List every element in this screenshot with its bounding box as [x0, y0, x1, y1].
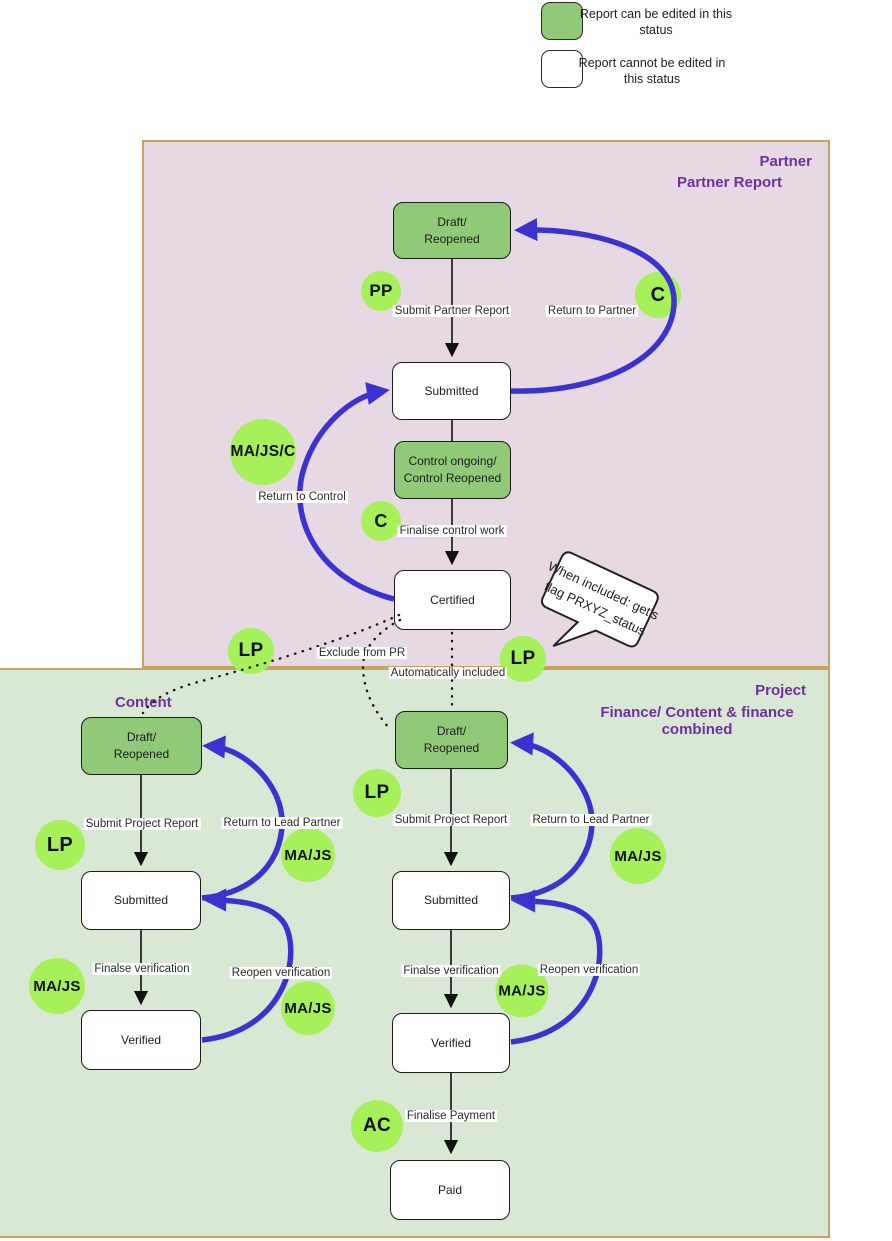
actor-lp-included-badge: LP: [500, 636, 546, 682]
edge-label-return-to-lead-partner-content: Return to Lead Partner: [221, 817, 343, 829]
node-partner-control-ongoing: Control ongoing/ Control Reopened: [394, 441, 511, 499]
actor-lp-exclude-badge: LP: [228, 628, 274, 674]
actor-ma-js-content-finalse-badge: MA/JS: [29, 958, 85, 1014]
legend-not-editable-swatch: [541, 50, 583, 88]
actor-ac-badge: AC: [351, 1100, 403, 1152]
edge-label-submit-project-report-content: Submit Project Report: [83, 818, 201, 830]
actor-c-finalise-badge: C: [361, 501, 401, 541]
actor-c-return-badge: C: [635, 272, 681, 318]
legend-not-editable-label: Report cannot be edited in this status: [578, 56, 726, 87]
actor-ma-js-content-return-badge: MA/JS: [281, 828, 335, 882]
project-region-subtitle: Finance/ Content & finance combined: [600, 704, 794, 739]
edge-label-return-to-partner: Return to Partner: [545, 305, 639, 317]
project-region-title: Project: [755, 682, 806, 699]
partner-region-title: Partner: [759, 153, 812, 170]
actor-ma-js-c-badge: MA/JS/C: [230, 419, 296, 485]
edge-label-finalise-control-work: Finalise control work: [397, 525, 507, 537]
node-partner-submitted: Submitted: [392, 362, 511, 420]
edge-label-exclude-from-pr: Exclude from PR: [316, 647, 408, 659]
actor-ma-js-content-reopen-badge: MA/JS: [281, 981, 335, 1035]
edge-label-submit-project-report-finance: Submit Project Report: [392, 814, 510, 826]
node-finance-submitted: Submitted: [392, 871, 510, 930]
legend-editable-label: Report can be edited in this status: [579, 7, 733, 38]
partner-region-subtitle: Partner Report: [676, 174, 782, 191]
node-finance-paid: Paid: [390, 1160, 510, 1220]
node-finance-verified: Verified: [392, 1013, 510, 1073]
edge-label-reopen-verification-finance: Reopen verification: [537, 964, 641, 976]
node-partner-certified: Certified: [394, 570, 511, 630]
node-finance-draft-reopened: Draft/ Reopened: [395, 711, 508, 769]
edge-label-finalise-payment: Finalise Payment: [404, 1110, 498, 1122]
actor-lp-content-badge: LP: [35, 820, 85, 870]
node-partner-draft-reopened: Draft/ Reopened: [393, 202, 511, 259]
edge-label-reopen-verification-content: Reopen verification: [229, 967, 333, 979]
edge-label-return-to-lead-partner-finance: Return to Lead Partner: [530, 814, 652, 826]
actor-pp-badge: PP: [361, 271, 401, 311]
edge-label-finalse-verification-content: Finalse verification: [92, 963, 192, 975]
node-content-verified: Verified: [81, 1010, 201, 1070]
actor-ma-js-finance-return-badge: MA/JS: [610, 828, 666, 884]
edge-label-submit-partner-report: Submit Partner Report: [392, 305, 512, 317]
actor-lp-finance-badge: LP: [353, 769, 401, 817]
edge-label-finalse-verification-finance: Finalse verification: [401, 965, 501, 977]
edge-label-return-to-control: Return to Control: [256, 491, 348, 503]
node-content-draft-reopened: Draft/ Reopened: [81, 717, 202, 775]
content-column-title: Content: [115, 694, 172, 711]
edge-label-automatically-included: Automatically included: [388, 667, 508, 679]
node-content-submitted: Submitted: [81, 871, 201, 930]
legend-editable-swatch: [541, 2, 583, 40]
